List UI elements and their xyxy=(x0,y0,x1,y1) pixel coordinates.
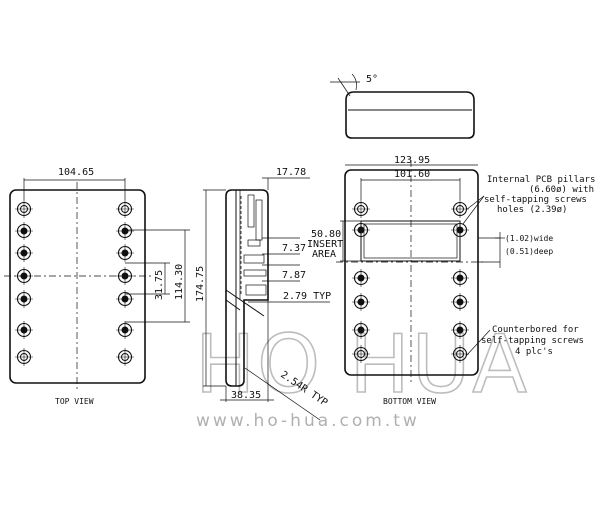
bottom-view-screw-holes xyxy=(352,200,469,363)
perspective-outline xyxy=(345,91,475,139)
top-view-outline xyxy=(9,189,146,384)
bottom-view: 123.95 101.60 50.80 INSERT AREA (1.02)wi… xyxy=(307,155,595,406)
dim-174-75: 174.75 xyxy=(195,266,206,302)
dim-groove-deep: (0.51)deep xyxy=(505,247,553,256)
note-pillars-3: self-tapping screws xyxy=(484,195,587,205)
note-pillars-4: holes (2.39ø) xyxy=(497,205,567,215)
dim-7-37: 7.37 xyxy=(282,243,306,254)
top-view: 104.65 31.75 114.30 TOP VIEW xyxy=(4,167,190,406)
dim-groove-wide: (1.02)wide xyxy=(505,234,553,243)
top-view-label: TOP VIEW xyxy=(55,397,94,406)
note-pillars-1: Internal PCB pillars xyxy=(487,175,595,185)
dim-2-79-typ: 2.79 TYP xyxy=(283,291,331,302)
dim-38-35: 38.35 xyxy=(231,390,261,401)
dim-bottom-width-outer: 123.95 xyxy=(394,155,430,166)
insert-area-rect xyxy=(360,220,461,262)
insert-area-label-2: AREA xyxy=(312,249,336,260)
bottom-view-label: BOTTOM VIEW xyxy=(383,397,436,406)
dim-7-87: 7.87 xyxy=(282,270,306,281)
note-pillars-2: (6.60ø) with xyxy=(529,185,594,195)
dim-insert-area: 50.80 xyxy=(311,229,341,240)
dim-top-width: 104.65 xyxy=(58,167,94,178)
note-counter-2: self-tapping screws xyxy=(481,336,584,346)
dim-bottom-width-inner: 101.60 xyxy=(394,169,430,180)
note-counter-1: Counterbored for xyxy=(492,325,579,335)
insert-area-label-1: INSERT xyxy=(307,239,343,250)
watermark-url: www.ho-hua.com.tw xyxy=(196,411,420,431)
perspective-view: 5° xyxy=(330,73,475,139)
dim-angle-5: 5° xyxy=(366,74,378,85)
top-view-screw-holes xyxy=(15,200,134,366)
dim-114-30: 114.30 xyxy=(174,264,185,300)
bottom-view-outline xyxy=(344,169,479,376)
side-view-outline xyxy=(225,189,269,387)
dim-17-78: 17.78 xyxy=(276,167,306,178)
dim-31-75: 31.75 xyxy=(154,270,165,300)
note-counter-3: 4 plc's xyxy=(515,347,553,357)
